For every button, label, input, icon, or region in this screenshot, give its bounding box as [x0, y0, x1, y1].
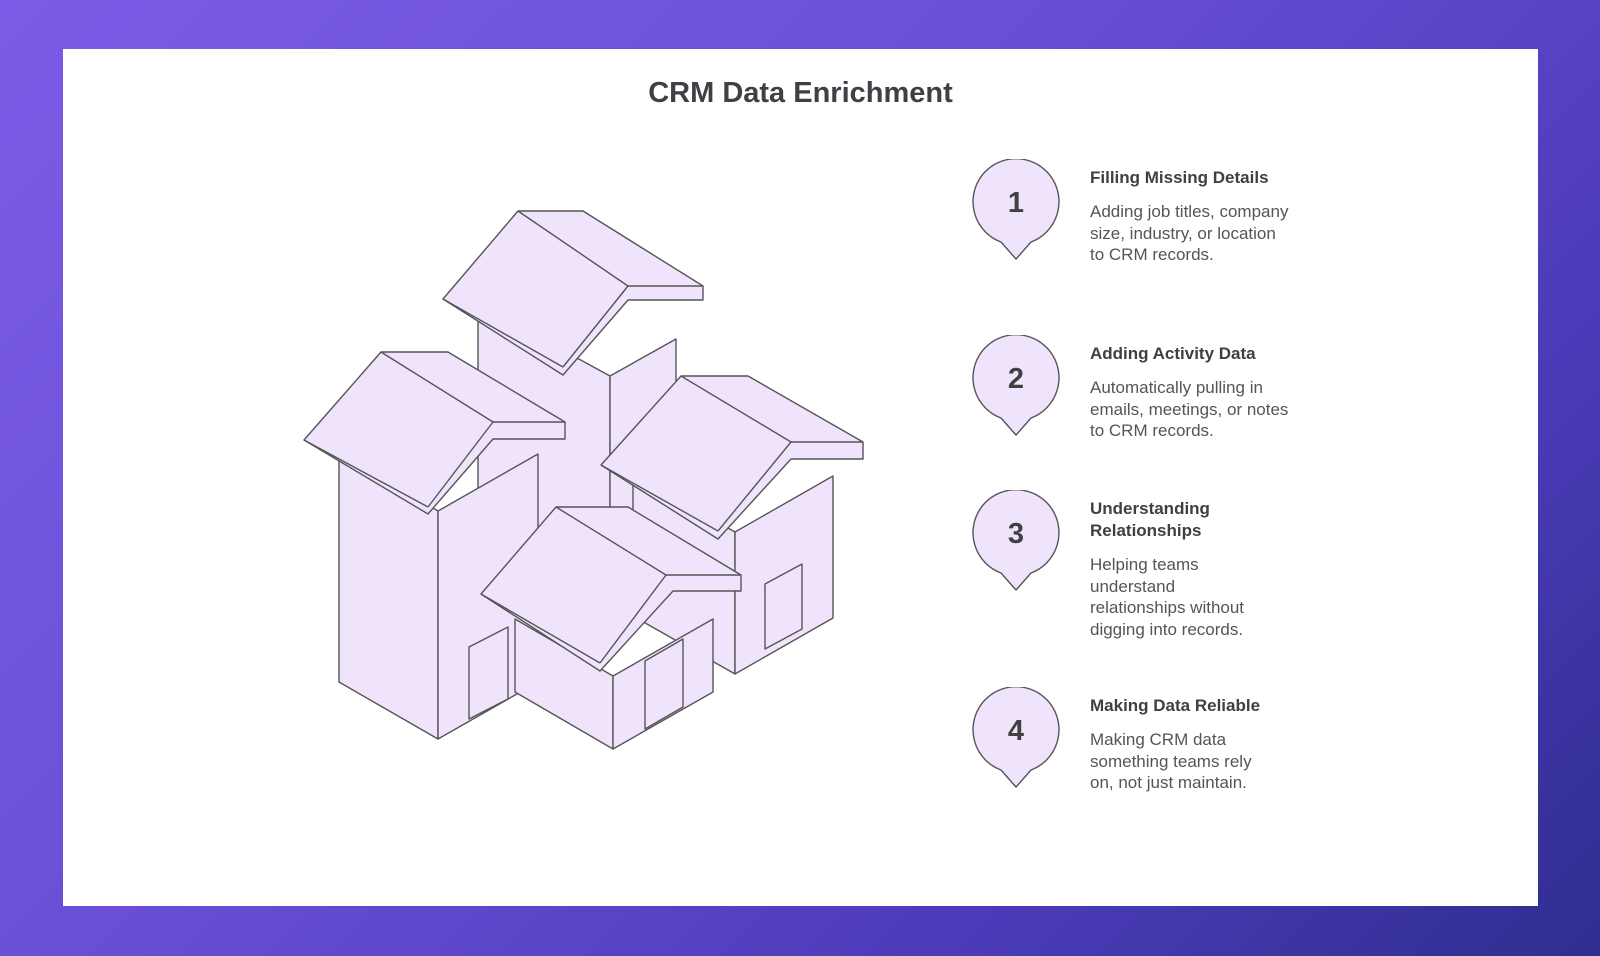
houses-illustration — [303, 210, 864, 750]
step-3-text: Understanding Relationships Helping team… — [1090, 498, 1290, 640]
step-1-pin: 1 — [970, 159, 1062, 263]
step-3-pin: 3 — [970, 490, 1062, 594]
map-pin-icon — [972, 687, 1060, 788]
map-pin-icon — [972, 335, 1060, 436]
step-title: Making Data Reliable — [1090, 696, 1261, 715]
step-description: Making CRM data something teams rely on,… — [1090, 730, 1252, 792]
step-description: Adding job titles, company size, industr… — [1090, 202, 1289, 264]
step-number: 3 — [1007, 518, 1025, 550]
step-title: Understanding Relationships — [1090, 499, 1210, 540]
step-description: Helping teams understand relationships w… — [1090, 555, 1245, 639]
step-number: 2 — [1007, 363, 1025, 395]
map-pin-icon — [972, 159, 1060, 260]
front-house — [480, 506, 742, 750]
step-4-text: Making Data Reliable Making CRM data som… — [1090, 695, 1290, 794]
step-4-pin: 4 — [970, 687, 1062, 791]
map-pin-icon — [972, 490, 1060, 591]
step-title: Adding Activity Data — [1090, 344, 1256, 363]
step-number: 1 — [1007, 187, 1025, 219]
step-2-pin: 2 — [970, 335, 1062, 439]
step-number: 4 — [1007, 715, 1025, 747]
step-2-text: Adding Activity Data Automatically pulli… — [1090, 343, 1290, 442]
step-1-text: Filling Missing Details Adding job title… — [1090, 167, 1290, 266]
diagram-title: CRM Data Enrichment — [648, 77, 953, 109]
diagram-card: CRM Data Enrichment — [63, 49, 1538, 906]
step-title: Filling Missing Details — [1090, 168, 1269, 187]
step-description: Automatically pulling in emails, meeting… — [1090, 378, 1289, 440]
left-house — [303, 351, 566, 740]
